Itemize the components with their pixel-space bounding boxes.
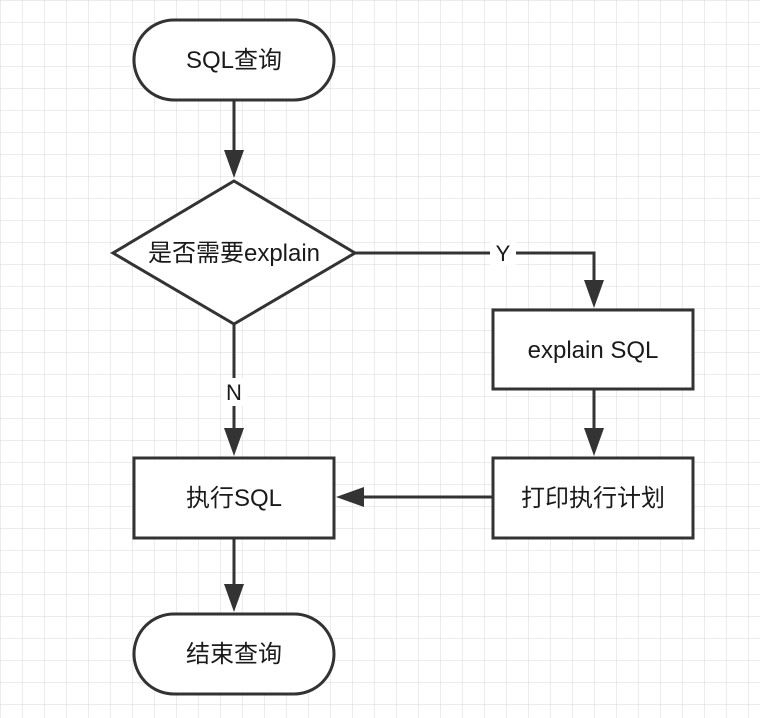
edge-label-yes: Y xyxy=(496,241,511,266)
node-explain-label: explain SQL xyxy=(528,337,659,364)
node-start-label: SQL查询 xyxy=(186,47,282,74)
process-shape xyxy=(491,456,695,540)
terminator-shape xyxy=(132,18,336,102)
node-execute-label: 执行SQL xyxy=(186,485,282,512)
node-end-label: 结束查询 xyxy=(186,641,282,668)
yes-label-bg xyxy=(490,240,516,266)
process-shape xyxy=(491,308,695,391)
node-explain[interactable]: explain SQL xyxy=(491,308,695,391)
edge-decision-yes-to-explain xyxy=(355,251,604,308)
node-execute[interactable]: 执行SQL xyxy=(132,456,336,540)
edge-start-to-decision xyxy=(224,100,244,178)
edge-print-plan-to-execute xyxy=(336,487,492,507)
node-start[interactable]: SQL查询 xyxy=(132,18,336,102)
edge-execute-to-end xyxy=(224,538,244,612)
terminator-shape xyxy=(132,612,336,696)
node-print-plan-label: 打印执行计划 xyxy=(521,485,665,512)
no-label-bg xyxy=(221,378,247,406)
decision-shape xyxy=(110,179,358,326)
edge-label-no: N xyxy=(226,380,242,405)
node-decision[interactable]: 是否需要explain xyxy=(110,179,358,326)
node-decision-label: 是否需要explain xyxy=(148,240,320,267)
edge-explain-to-print-plan xyxy=(584,389,604,456)
edge-decision-no-to-execute xyxy=(224,324,244,456)
node-end[interactable]: 结束查询 xyxy=(132,612,336,696)
process-shape xyxy=(132,456,336,540)
node-print-plan[interactable]: 打印执行计划 xyxy=(491,456,695,540)
